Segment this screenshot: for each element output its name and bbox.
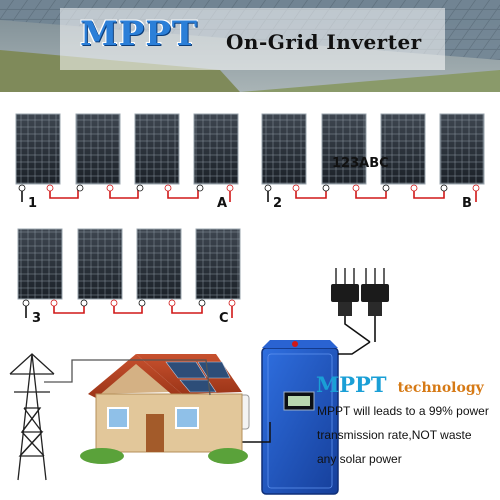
- solar-panel: [261, 113, 307, 185]
- terminal-markers: [18, 184, 234, 192]
- solar-panel: [77, 228, 123, 300]
- solar-panel: [136, 228, 182, 300]
- solar-panel: [195, 228, 241, 300]
- grid-cable: [44, 359, 211, 396]
- solar-panel: [75, 113, 121, 185]
- panel-string-2: [261, 113, 485, 202]
- terminal-markers: [22, 299, 236, 307]
- inverter: [261, 340, 339, 495]
- series-wiring: [25, 305, 233, 318]
- rooftop-solar-panels: [165, 361, 231, 393]
- dc-cable: [338, 341, 371, 355]
- feature-line-2: transmission rate,NOT waste: [317, 428, 472, 442]
- string-end-label-b: B: [462, 196, 472, 211]
- wiring-diagram: [9, 113, 485, 495]
- feature-title-mppt: MPPT: [316, 372, 387, 397]
- panel-string-1: [15, 113, 239, 202]
- feature-title-technology: technology: [397, 380, 484, 396]
- series-wiring: [267, 190, 477, 202]
- terminal-markers: [264, 184, 480, 192]
- solar-panel: [17, 228, 63, 300]
- solar-panel: [15, 113, 61, 185]
- house: [80, 354, 248, 464]
- solar-panel: [321, 113, 367, 185]
- banner-background: [0, 0, 500, 92]
- banner-title: On-Grid Inverter: [226, 30, 422, 54]
- solar-panel: [380, 113, 426, 185]
- series-wiring: [21, 190, 231, 202]
- panel-string-3: [17, 228, 241, 318]
- transmission-tower: [9, 353, 55, 481]
- feature-title: MPPT technology: [316, 372, 484, 397]
- string-end-label-c: C: [219, 311, 229, 326]
- banner-title-mppt: MPPT: [80, 14, 199, 54]
- solar-panel: [134, 113, 180, 185]
- string-start-label-2: 2: [273, 196, 283, 211]
- feature-line-3: any solar power: [317, 452, 402, 466]
- feature-line-1: MPPT will leads to a 99% power: [317, 404, 489, 418]
- mc4-branch-connectors: [331, 268, 389, 343]
- string-start-label-3: 3: [32, 311, 42, 326]
- connector-input-labels: 123ABC: [332, 156, 389, 171]
- solar-panel: [439, 113, 485, 185]
- string-end-label-a: A: [217, 196, 228, 211]
- solar-panel: [193, 113, 239, 185]
- string-start-label-1: 1: [28, 196, 38, 211]
